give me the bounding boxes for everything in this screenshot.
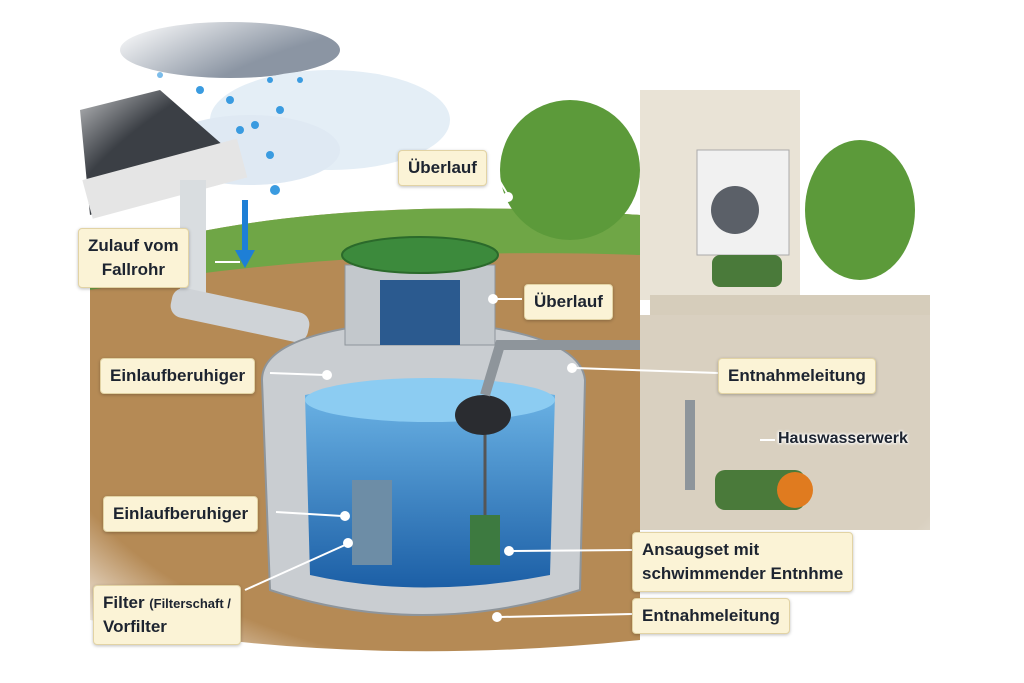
label-inlet: Zulauf vom Fallrohr xyxy=(78,228,189,288)
label-suction-set: Ansaugset mit schwimmender Entnhme xyxy=(632,532,854,592)
label-filter-line2: Vorfilter xyxy=(103,616,167,636)
label-pump: Hauswasserwerk xyxy=(778,430,908,447)
label-suction-line1: Ansaugset mit xyxy=(642,540,760,559)
label-overflow-shaft: Überlauf xyxy=(524,284,613,320)
label-calmer-bottom: Einlaufberuhiger xyxy=(103,496,259,532)
leader-lines xyxy=(215,167,775,622)
label-withdrawal-bottom: Entnahmeleitung xyxy=(632,598,790,634)
label-filter: Filter (Filterschaft / Vorfilter xyxy=(93,585,241,645)
label-withdrawal-top: Entnahmeleitung xyxy=(718,358,876,394)
label-filter-paren: (Filterschaft / xyxy=(149,596,231,611)
label-overflow-top: Überlauf xyxy=(398,150,487,186)
label-inlet-line1: Zulauf vom xyxy=(88,236,179,255)
label-filter-main: Filter xyxy=(103,593,145,612)
label-calmer-top: Einlaufberuhiger xyxy=(100,358,256,394)
label-inlet-line2: Fallrohr xyxy=(101,259,165,279)
label-suction-line2: schwimmender Entnhme xyxy=(642,563,844,583)
